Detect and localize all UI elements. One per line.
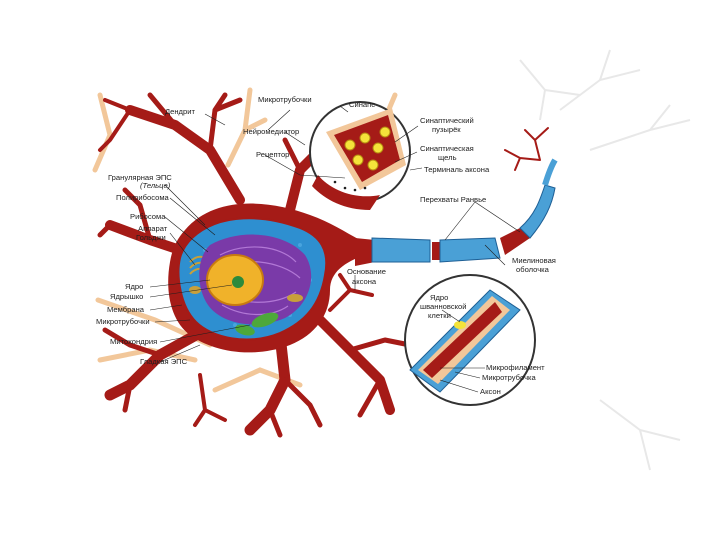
label-microtubule-axon: Микротрубочка bbox=[482, 373, 537, 382]
label-schwann-2: шванновской bbox=[420, 302, 467, 311]
label-myelin-1: Миелиновая bbox=[512, 256, 556, 265]
label-membrane: Мембрана bbox=[107, 305, 145, 314]
mitochondria bbox=[189, 286, 303, 336]
label-neurotransmitter: Нейромедиатор bbox=[243, 127, 299, 136]
label-polyribosome: Полирибосома bbox=[116, 193, 170, 202]
dendrite-tree bbox=[97, 92, 413, 438]
label-synaptic-vesicle-1: Синаптический bbox=[420, 116, 474, 125]
myelin-sheath bbox=[371, 158, 558, 263]
label-nucleolus: Ядрышко bbox=[110, 292, 143, 301]
label-myelin-2: оболочка bbox=[516, 265, 550, 274]
label-nissl: (Тельце) bbox=[140, 181, 171, 190]
leader-lines bbox=[149, 105, 521, 393]
label-axon-hillock-1: Основание bbox=[347, 267, 386, 276]
label-nodes-ranvier: Перехваты Ранвье bbox=[420, 195, 486, 204]
label-golgi-1: Аппарат bbox=[138, 224, 168, 233]
label-microtubules-left: Микротрубочки bbox=[96, 317, 150, 326]
background-branches bbox=[519, 49, 691, 471]
axon-hillock bbox=[355, 238, 375, 266]
label-axon: Аксон bbox=[480, 387, 501, 396]
label-microfilament: Микрофиламент bbox=[486, 363, 545, 372]
label-nucleus: Ядро bbox=[125, 282, 143, 291]
nucleolus bbox=[232, 276, 244, 288]
label-rough-er: Гранулярная ЭПС bbox=[108, 173, 172, 182]
label-receptor: Рецептор bbox=[256, 150, 289, 159]
label-axon-hillock-2: аксона bbox=[352, 277, 377, 286]
label-synapse: Синапс bbox=[349, 100, 375, 109]
label-schwann-3: клетки bbox=[428, 311, 451, 320]
label-synaptic-vesicle-2: пузырёк bbox=[432, 125, 461, 134]
label-dendrite: Дендрит bbox=[165, 107, 195, 116]
label-ribosome: Рибосома bbox=[130, 212, 166, 221]
label-synaptic-cleft-2: щель bbox=[438, 153, 457, 162]
label-golgi-2: Гольджи bbox=[136, 233, 166, 242]
axon-inset bbox=[404, 274, 536, 406]
label-smooth-er: Гладкая ЭПС bbox=[140, 357, 188, 366]
label-schwann-1: Ядро bbox=[430, 293, 448, 302]
synapse-inset bbox=[309, 101, 411, 210]
label-synaptic-cleft-1: Синаптическая bbox=[420, 144, 474, 153]
labels: Дендрит Микротрубочки Синапс Нейромедиат… bbox=[96, 95, 556, 396]
axon-terminal-branches bbox=[504, 127, 549, 171]
label-microtubules-top: Микротрубочки bbox=[258, 95, 312, 104]
label-axon-terminal: Терминаль аксона bbox=[424, 165, 490, 174]
label-mitochondria: Митохондрия bbox=[110, 337, 157, 346]
